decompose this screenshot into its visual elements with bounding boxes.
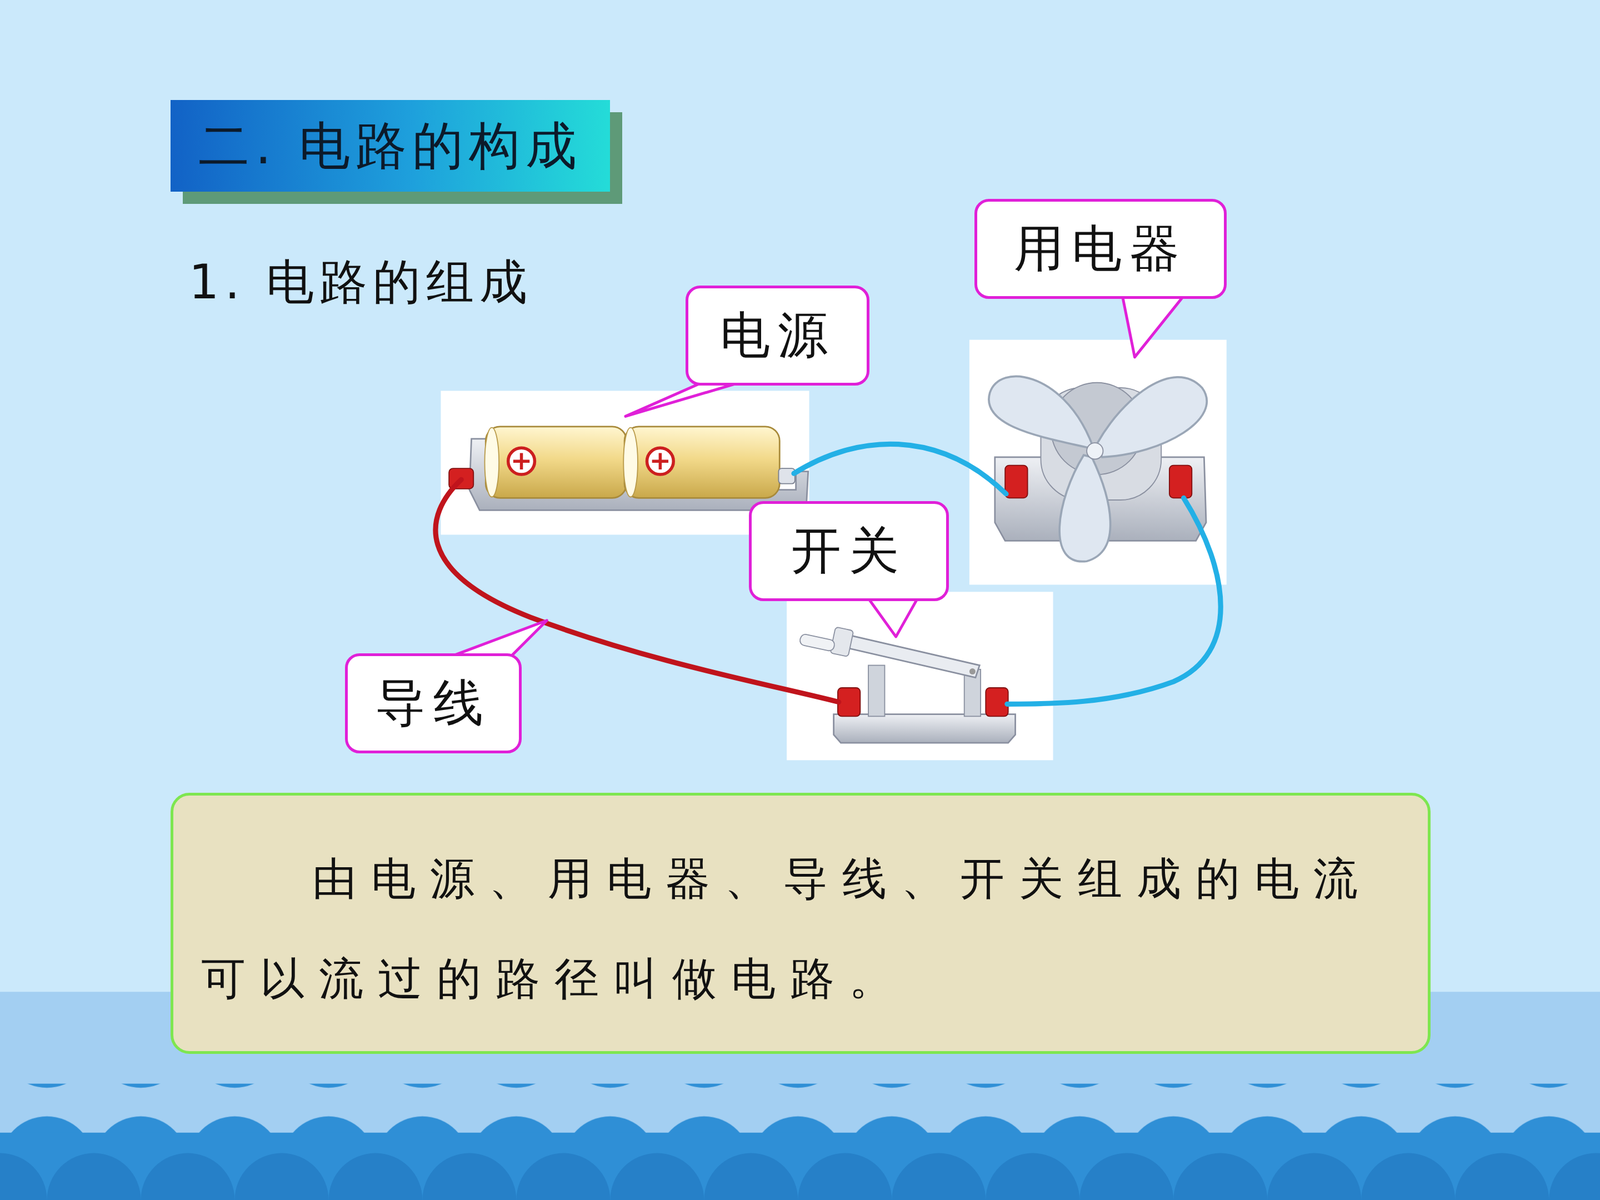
node-text: 开关 [791, 517, 907, 585]
fan-motor [969, 340, 1227, 585]
node-text: 导线 [375, 669, 492, 738]
title-banner: 二. 电路的构成 [170, 100, 611, 192]
node-text: 电源 [720, 301, 836, 370]
wave-decoration [0, 1083, 1600, 1200]
definition-box: 由电源、用电器、导线、开关组成的电流可以流过的路径叫做电路。 [170, 792, 1431, 1054]
callout-box: 电源 [685, 285, 870, 386]
blue-wire [1007, 497, 1221, 704]
callout-box: 用电器 [974, 198, 1227, 299]
node-text: 由电源、用电器、导线、开关组成的电流可以流过的路径叫做电路。 [201, 828, 1400, 1029]
callout-box: 开关 [748, 501, 949, 602]
callout-box: 导线 [345, 653, 522, 754]
section-heading: 1. 电路的组成 [188, 250, 533, 315]
knife-switch [786, 591, 1053, 760]
node-text: 用电器 [1013, 215, 1188, 283]
blue-wire [793, 443, 1007, 494]
node-text: 二. 电路的构成 [198, 111, 583, 181]
callout-tail [448, 296, 1184, 658]
